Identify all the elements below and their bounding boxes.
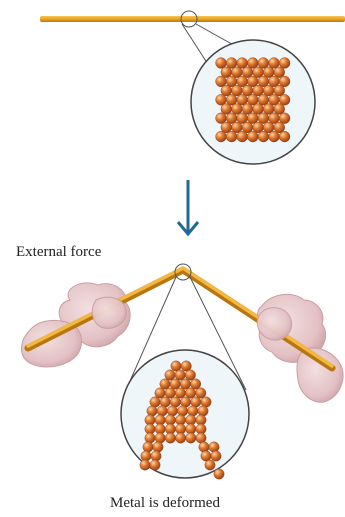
atom xyxy=(226,113,237,124)
atom xyxy=(151,451,161,461)
atom xyxy=(209,442,219,452)
atom xyxy=(274,122,285,133)
atom xyxy=(253,104,264,115)
atom xyxy=(175,370,185,380)
atom xyxy=(242,122,253,133)
atom xyxy=(190,379,200,389)
atom xyxy=(199,442,209,452)
atom xyxy=(279,76,290,87)
atom xyxy=(263,104,274,115)
atom xyxy=(226,58,237,69)
down-arrow-icon xyxy=(178,180,198,234)
atom xyxy=(232,85,243,96)
atom xyxy=(185,388,195,398)
atom xyxy=(263,67,274,78)
right-hand-fingers xyxy=(257,308,291,341)
atom xyxy=(221,85,232,96)
atom xyxy=(160,379,170,389)
atom xyxy=(253,122,264,133)
atom xyxy=(205,460,215,470)
atom xyxy=(188,406,198,416)
atom xyxy=(269,131,280,142)
atom xyxy=(145,433,155,443)
atom xyxy=(141,451,151,461)
left-hand-fingers xyxy=(92,297,126,328)
atom xyxy=(258,131,269,142)
atom xyxy=(216,113,227,124)
atom xyxy=(247,58,258,69)
atom xyxy=(242,104,253,115)
atom xyxy=(226,131,237,142)
straight-metal-rod xyxy=(40,16,345,22)
atom xyxy=(140,460,150,470)
atom xyxy=(279,131,290,142)
atom xyxy=(269,113,280,124)
atom xyxy=(263,122,274,133)
atom xyxy=(247,131,258,142)
atom xyxy=(237,113,248,124)
atom xyxy=(232,104,243,115)
atom xyxy=(185,370,195,380)
atom xyxy=(269,76,280,87)
atom xyxy=(167,406,177,416)
atom xyxy=(258,113,269,124)
atom xyxy=(211,451,221,461)
atom xyxy=(258,94,269,105)
atom xyxy=(153,442,163,452)
atom xyxy=(237,76,248,87)
atom xyxy=(226,76,237,87)
atom xyxy=(221,67,232,78)
atom xyxy=(279,113,290,124)
atom xyxy=(216,76,227,87)
atom xyxy=(221,122,232,133)
atom xyxy=(247,94,258,105)
atom xyxy=(216,131,227,142)
atom xyxy=(279,58,290,69)
atom xyxy=(165,433,175,443)
atom xyxy=(177,406,187,416)
atom xyxy=(170,379,180,389)
atom xyxy=(274,104,285,115)
atom xyxy=(147,406,157,416)
atom xyxy=(143,442,153,452)
atom xyxy=(150,460,160,470)
atom xyxy=(221,104,232,115)
atom xyxy=(196,388,206,398)
external-force-label: External force xyxy=(16,244,101,261)
atom xyxy=(237,58,248,69)
atom xyxy=(258,58,269,69)
atom xyxy=(186,433,196,443)
atom xyxy=(232,67,243,78)
atom xyxy=(155,388,165,398)
atom xyxy=(274,85,285,96)
atom xyxy=(263,85,274,96)
atom xyxy=(232,122,243,133)
deformed-label: Metal is deformed xyxy=(110,495,220,512)
atom xyxy=(274,67,285,78)
atom xyxy=(155,433,165,443)
atom xyxy=(226,94,237,105)
atom xyxy=(175,388,185,398)
atom xyxy=(157,406,167,416)
atom xyxy=(165,370,175,380)
atom xyxy=(175,433,185,443)
atom xyxy=(214,469,224,479)
atom xyxy=(258,76,269,87)
atom xyxy=(216,94,227,105)
atom xyxy=(242,85,253,96)
atom xyxy=(253,67,264,78)
atom xyxy=(180,379,190,389)
atom xyxy=(279,94,290,105)
atom xyxy=(237,94,248,105)
atom xyxy=(247,76,258,87)
atom xyxy=(269,58,280,69)
atom xyxy=(269,94,280,105)
atom xyxy=(198,406,208,416)
atom xyxy=(247,113,258,124)
atom xyxy=(242,67,253,78)
atom xyxy=(253,85,264,96)
atom xyxy=(165,388,175,398)
atom xyxy=(216,58,227,69)
atom xyxy=(237,131,248,142)
